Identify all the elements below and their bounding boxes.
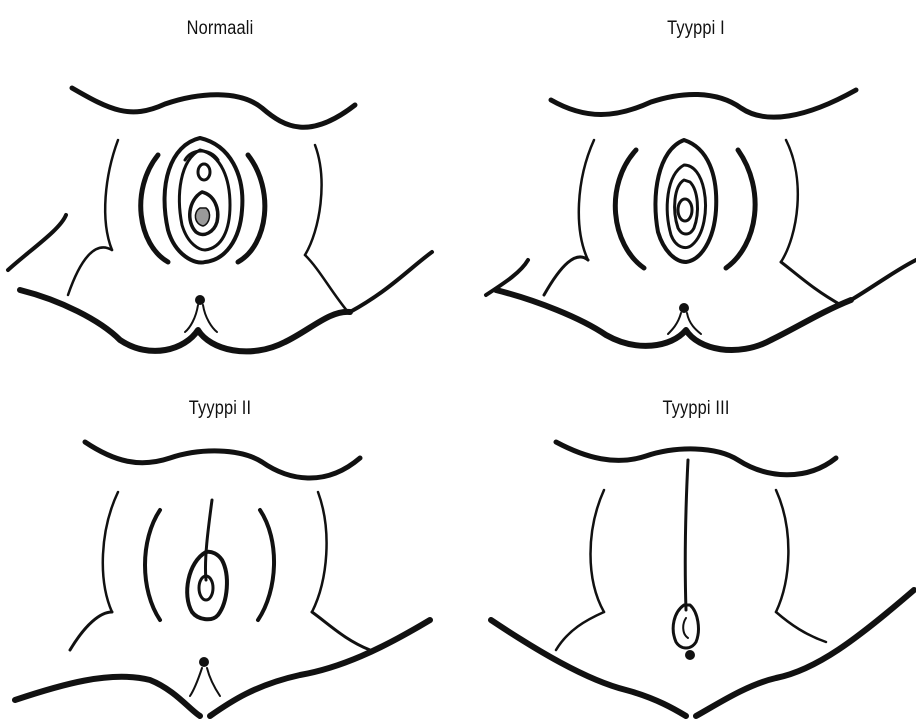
illustration-type-3 xyxy=(476,380,916,720)
panel-tyyppi-2: Tyyppi II xyxy=(0,380,440,720)
illustration-normal xyxy=(0,0,440,360)
illustration-type-1 xyxy=(476,0,916,360)
illustration-type-2 xyxy=(0,380,440,720)
panel-normaali: Normaali xyxy=(0,0,440,340)
panel-tyyppi-1: Tyyppi I xyxy=(476,0,916,340)
panel-tyyppi-3: Tyyppi III xyxy=(476,380,916,720)
